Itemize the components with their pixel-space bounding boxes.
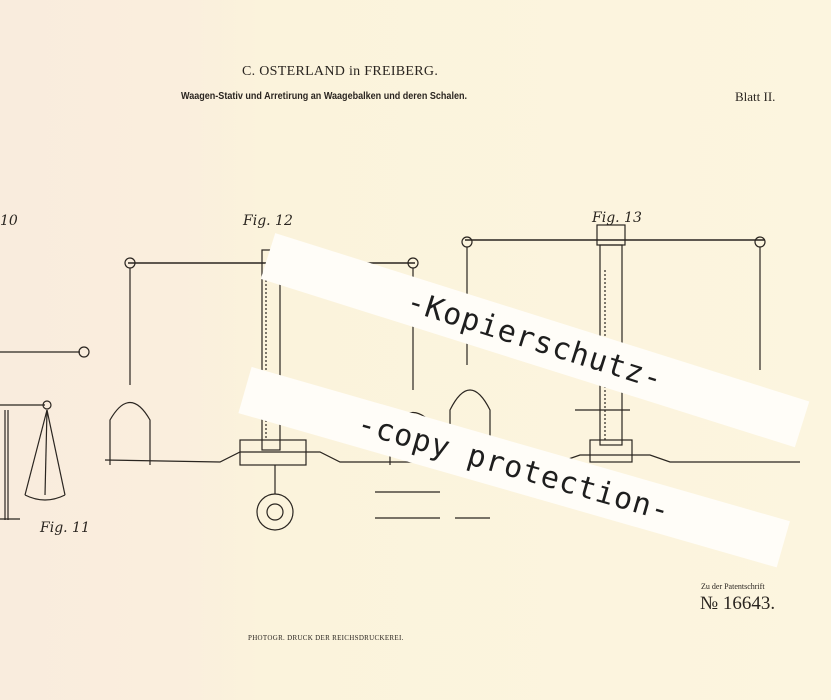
fig-13-label: Fig. 13 xyxy=(592,210,642,226)
fig-10-drawing xyxy=(0,346,90,520)
detail-drawings xyxy=(0,491,490,520)
printer-credit: PHOTOGR. DRUCK DER REICHSDRUCKEREI. xyxy=(248,634,404,642)
inventor-heading: C. OSTERLAND in FREIBERG. xyxy=(242,64,439,79)
fig-10-label: 10 xyxy=(0,213,18,229)
patent-reference-label: Zu der Patentschrift xyxy=(701,582,765,591)
sheet-number: Blatt II. xyxy=(735,89,776,104)
patent-title: Waagen-Stativ und Arretirung an Waagebal… xyxy=(181,90,468,102)
fig-11-label: Fig. 11 xyxy=(40,520,90,536)
patent-number: № 16643. xyxy=(700,593,776,614)
fig-12-label: Fig. 12 xyxy=(243,213,293,229)
